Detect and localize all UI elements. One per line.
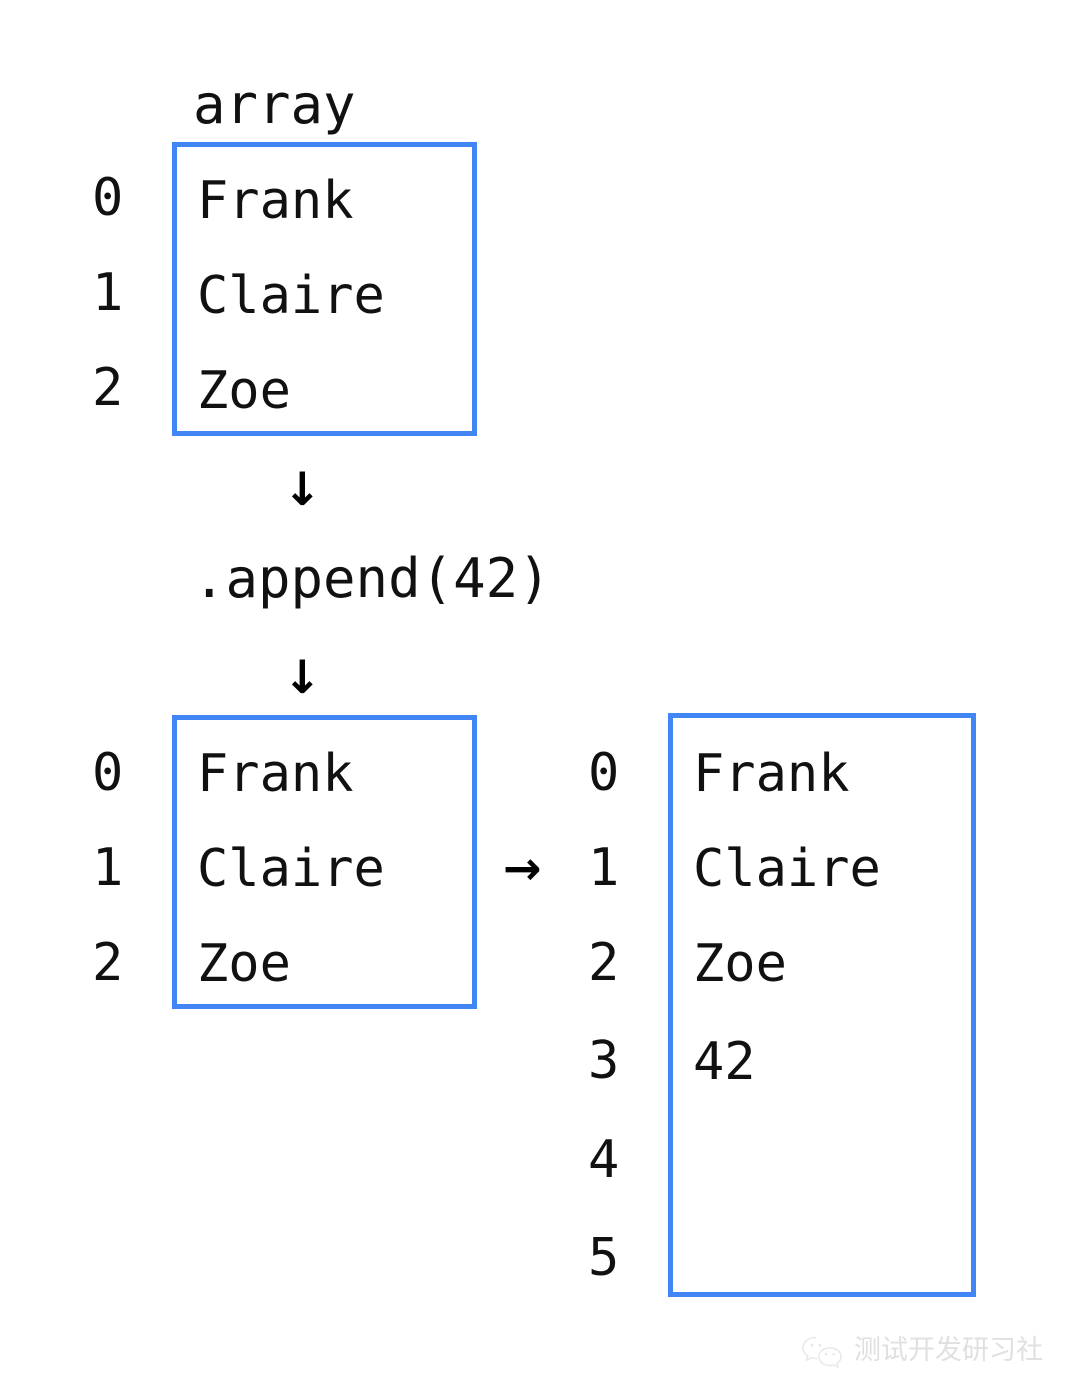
source-index-label-2: 2	[92, 933, 124, 993]
after-array-cell-1: Claire	[693, 839, 881, 899]
before-array-cell-0: Frank	[197, 171, 354, 231]
arrow-down-icon-1: ↓	[283, 462, 322, 516]
after-index-label-3: 3	[588, 1031, 620, 1091]
source-index-label-1: 1	[92, 838, 124, 898]
after-array-cell-3: 42	[693, 1032, 756, 1092]
after-array-cell-2: Zoe	[693, 934, 787, 994]
source-index-label-0: 0	[92, 743, 124, 803]
before-array-box: Frank Claire Zoe	[172, 142, 477, 436]
after-array-cell-0: Frank	[693, 744, 850, 804]
watermark: 测试开发研习社	[800, 1334, 1043, 1368]
array-title-label: array	[193, 73, 356, 136]
after-array-box: Frank Claire Zoe 42	[668, 713, 976, 1297]
arrow-right-icon: →	[503, 841, 542, 895]
index-label-1: 1	[92, 263, 124, 323]
arrow-down-icon-2: ↓	[283, 650, 322, 704]
after-index-label-1: 1	[588, 838, 620, 898]
append-operation-label: .append(42)	[193, 547, 551, 610]
wechat-icon	[800, 1334, 844, 1368]
source-array-cell-2: Zoe	[197, 934, 291, 994]
source-array-cell-1: Claire	[197, 839, 385, 899]
index-label-0: 0	[92, 168, 124, 228]
source-array-cell-0: Frank	[197, 744, 354, 804]
after-index-label-2: 2	[588, 933, 620, 993]
source-array-box: Frank Claire Zoe	[172, 715, 477, 1009]
before-array-cell-2: Zoe	[197, 361, 291, 421]
watermark-text: 测试开发研习社	[854, 1335, 1043, 1366]
after-index-label-4: 4	[588, 1130, 620, 1190]
index-label-2: 2	[92, 358, 124, 418]
before-array-cell-1: Claire	[197, 266, 385, 326]
after-index-label-5: 5	[588, 1228, 620, 1288]
after-index-label-0: 0	[588, 743, 620, 803]
